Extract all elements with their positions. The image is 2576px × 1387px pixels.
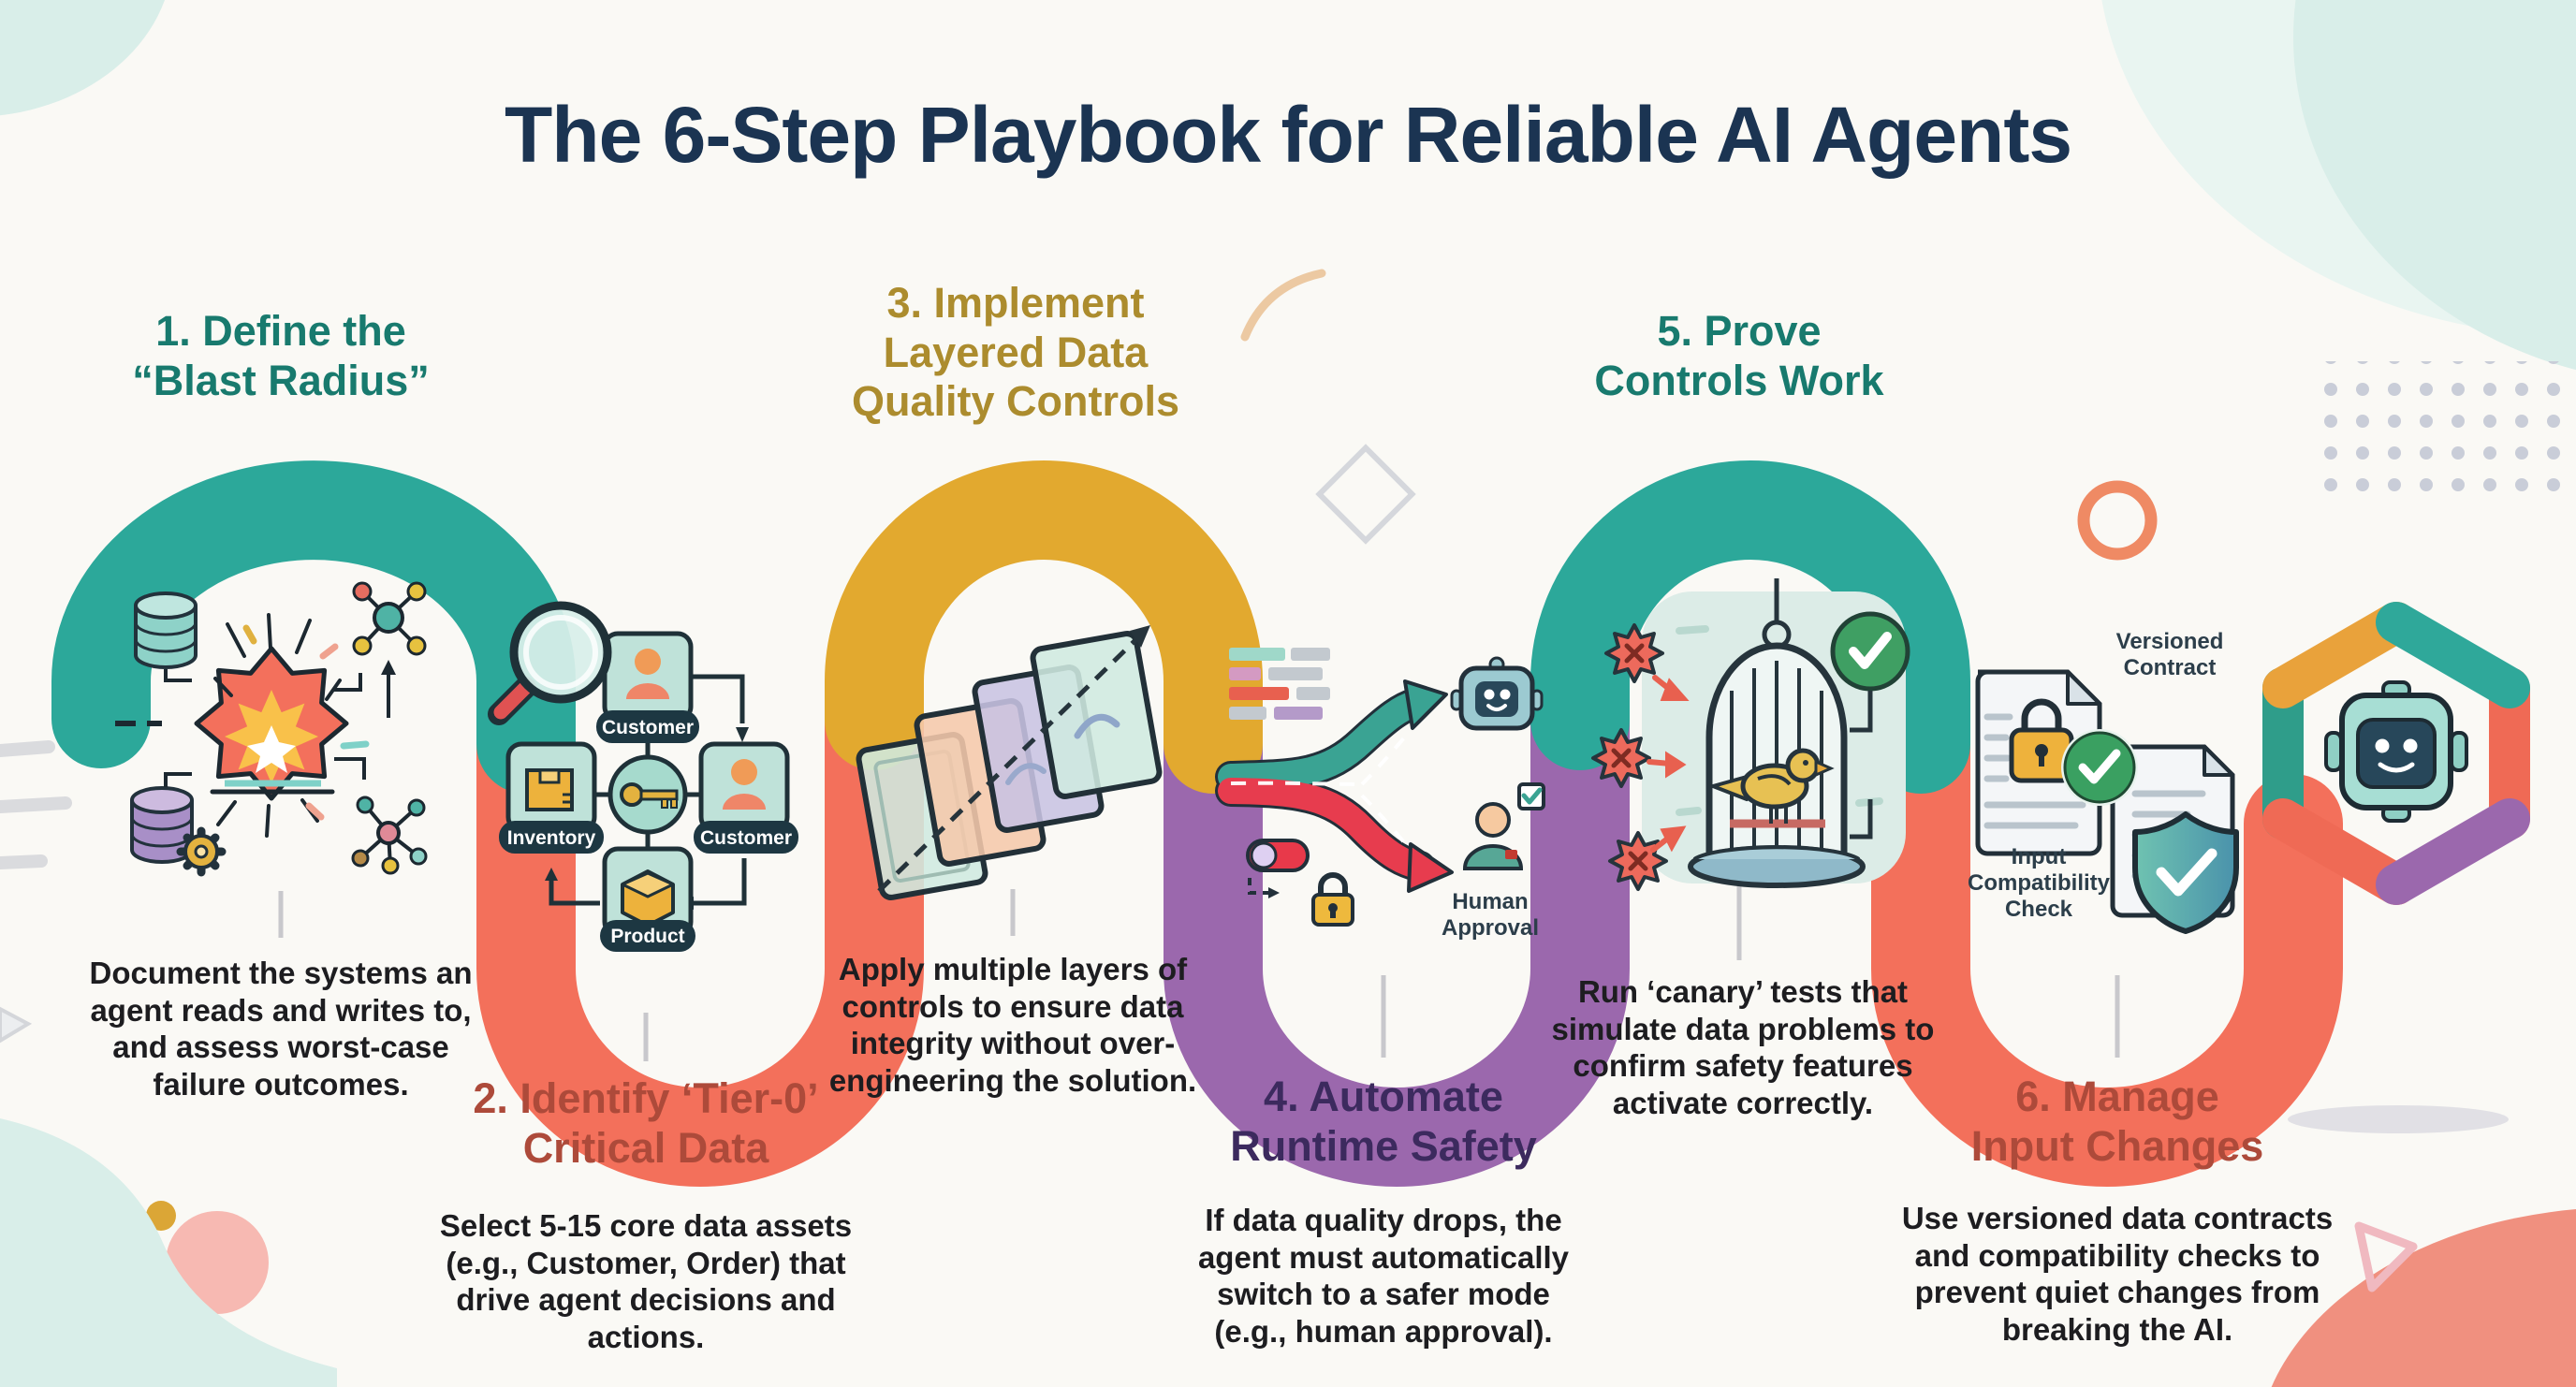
database-cylinder-teal-icon	[134, 591, 198, 669]
step1-heading: 1. Define the “Blast Radius”	[132, 307, 430, 404]
corner-blob-top-left	[0, 0, 165, 116]
gear-icon	[176, 826, 227, 877]
step-connector-lines	[278, 880, 2120, 1061]
tile-label-customer-top: Customer	[602, 717, 694, 738]
orange-ring	[2077, 480, 2158, 561]
lock-icon	[1311, 872, 1354, 927]
teal-arrowhead	[1403, 679, 1448, 730]
step2-heading: 2. Identify ‘Tier-0’ Critical Data	[473, 1074, 819, 1172]
up-arrow	[381, 660, 396, 718]
mustard-dot	[146, 1201, 176, 1231]
tile-label-inventory: Inventory	[507, 827, 596, 849]
tile-label-product: Product	[610, 926, 684, 947]
arrow-up	[545, 868, 558, 881]
step5-heading: 5. Prove Controls Work	[1594, 307, 1884, 404]
step6-body: Use versioned data contracts and compati…	[1901, 1201, 2334, 1347]
path-segment-coral-2	[1871, 694, 2343, 1187]
hexagon-ring	[2262, 602, 2530, 905]
data-rows	[1229, 648, 1330, 720]
step4-heading: 4. Automate Runtime Safety	[1230, 1073, 1537, 1170]
corner-blob-top-right	[2293, 0, 2576, 370]
key-circle-icon	[607, 754, 688, 835]
input-compatibility-check-label: Input Compatibility Check	[1967, 844, 2111, 922]
curl-arrow-2	[1005, 763, 1046, 785]
versioned-contract-doc-icon	[1975, 669, 2102, 856]
error-burst-1	[1606, 625, 1662, 681]
branch-paths	[1215, 679, 1454, 893]
layered-panes-icon	[856, 625, 1163, 900]
robot-hexagon-logo	[2262, 602, 2530, 905]
tile-customer-top	[602, 631, 694, 723]
tier0-data-icon: Customer Inventory Customer Product	[488, 601, 798, 952]
green-check-circle-icon	[2061, 729, 2138, 806]
tile-label-customer-right: Customer	[700, 827, 792, 849]
tan-arc	[1240, 269, 1326, 342]
left-edge-dashes	[0, 740, 72, 869]
grey-diamond-outline	[1315, 444, 1416, 545]
step6-heading: 6. Manage Input Changes	[1970, 1073, 2264, 1170]
step3-heading: 3. Implement Layered Data Quality Contro…	[851, 279, 1180, 426]
canary-bird-icon	[1711, 748, 1835, 824]
path-segment-gold	[825, 460, 1263, 794]
dashed-arrow	[877, 625, 1150, 893]
canary-test-icon	[1589, 578, 1910, 923]
label-pills: Customer Inventory Customer Product	[499, 710, 798, 952]
toggle-icon	[1246, 839, 1310, 872]
lock-shackle	[2021, 698, 2062, 730]
curl-arrow-1	[1074, 713, 1120, 739]
burst-arrows	[1647, 675, 1690, 853]
error-burst-3	[1610, 833, 1666, 889]
step5-body: Run ‘canary’ tests that simulate data pr…	[1551, 974, 1935, 1120]
robot-head-icon	[1450, 656, 1544, 731]
checkbox-icon	[1517, 782, 1545, 810]
check-connectors	[1850, 691, 1873, 840]
step3-body: Apply multiple layers of controls to ens…	[828, 952, 1197, 1098]
corner-blob-bottom-left	[0, 1118, 337, 1387]
path-segment-coral-1	[476, 671, 924, 1187]
dashed-elbow-arrow	[1248, 878, 1280, 898]
tile-inventory	[505, 741, 597, 833]
robot-shadow	[2288, 1105, 2509, 1133]
dashed-centerline	[1230, 781, 1363, 786]
runtime-safety-icon	[1215, 648, 1545, 927]
blast-radius-icon	[115, 581, 428, 877]
color-ticks	[242, 624, 370, 821]
magnifier-icon	[488, 601, 612, 725]
pink-triangle-outline	[2354, 1221, 2418, 1292]
radiating-lines	[213, 613, 342, 838]
step4-body: If data quality drops, the agent must au…	[1197, 1203, 1570, 1349]
step2-body: Select 5-15 core data assets (e.g., Cust…	[439, 1208, 853, 1354]
path-segment-teal-2	[1530, 460, 1970, 794]
pink-circle	[166, 1211, 269, 1314]
error-burst-2	[1593, 730, 1649, 786]
robot-face-icon	[2324, 680, 2468, 823]
step1-body: Document the systems an agent reads and …	[89, 956, 473, 1102]
shield-check-icon	[2132, 811, 2239, 934]
birdcage-icon	[1688, 642, 1866, 888]
red-arrowhead	[1407, 842, 1454, 893]
dot-grid	[2323, 361, 2574, 502]
versioned-contract-label: Versioned Contract	[2115, 629, 2224, 680]
connector-elbows	[115, 669, 366, 787]
path-segment-purple	[1164, 671, 1630, 1187]
arrow-down	[736, 727, 749, 742]
network-node-top-icon	[352, 581, 427, 656]
grey-paper-plane	[0, 1006, 33, 1044]
check-circle-icon	[1830, 611, 1910, 692]
human-approval-label: Human Approval	[1441, 889, 1540, 941]
path-segment-teal-1	[51, 460, 576, 794]
network-node-bottom-icon	[351, 796, 428, 875]
tile-customer-right	[698, 741, 790, 833]
corner-blob-bottom-right	[2271, 1209, 2576, 1387]
explosion-icon	[194, 646, 349, 801]
page-title: The 6-Step Playbook for Reliable AI Agen…	[504, 91, 2072, 179]
tile-product	[602, 846, 694, 938]
human-approver-icon	[1462, 802, 1524, 870]
input-changes-icon	[1975, 669, 2239, 934]
